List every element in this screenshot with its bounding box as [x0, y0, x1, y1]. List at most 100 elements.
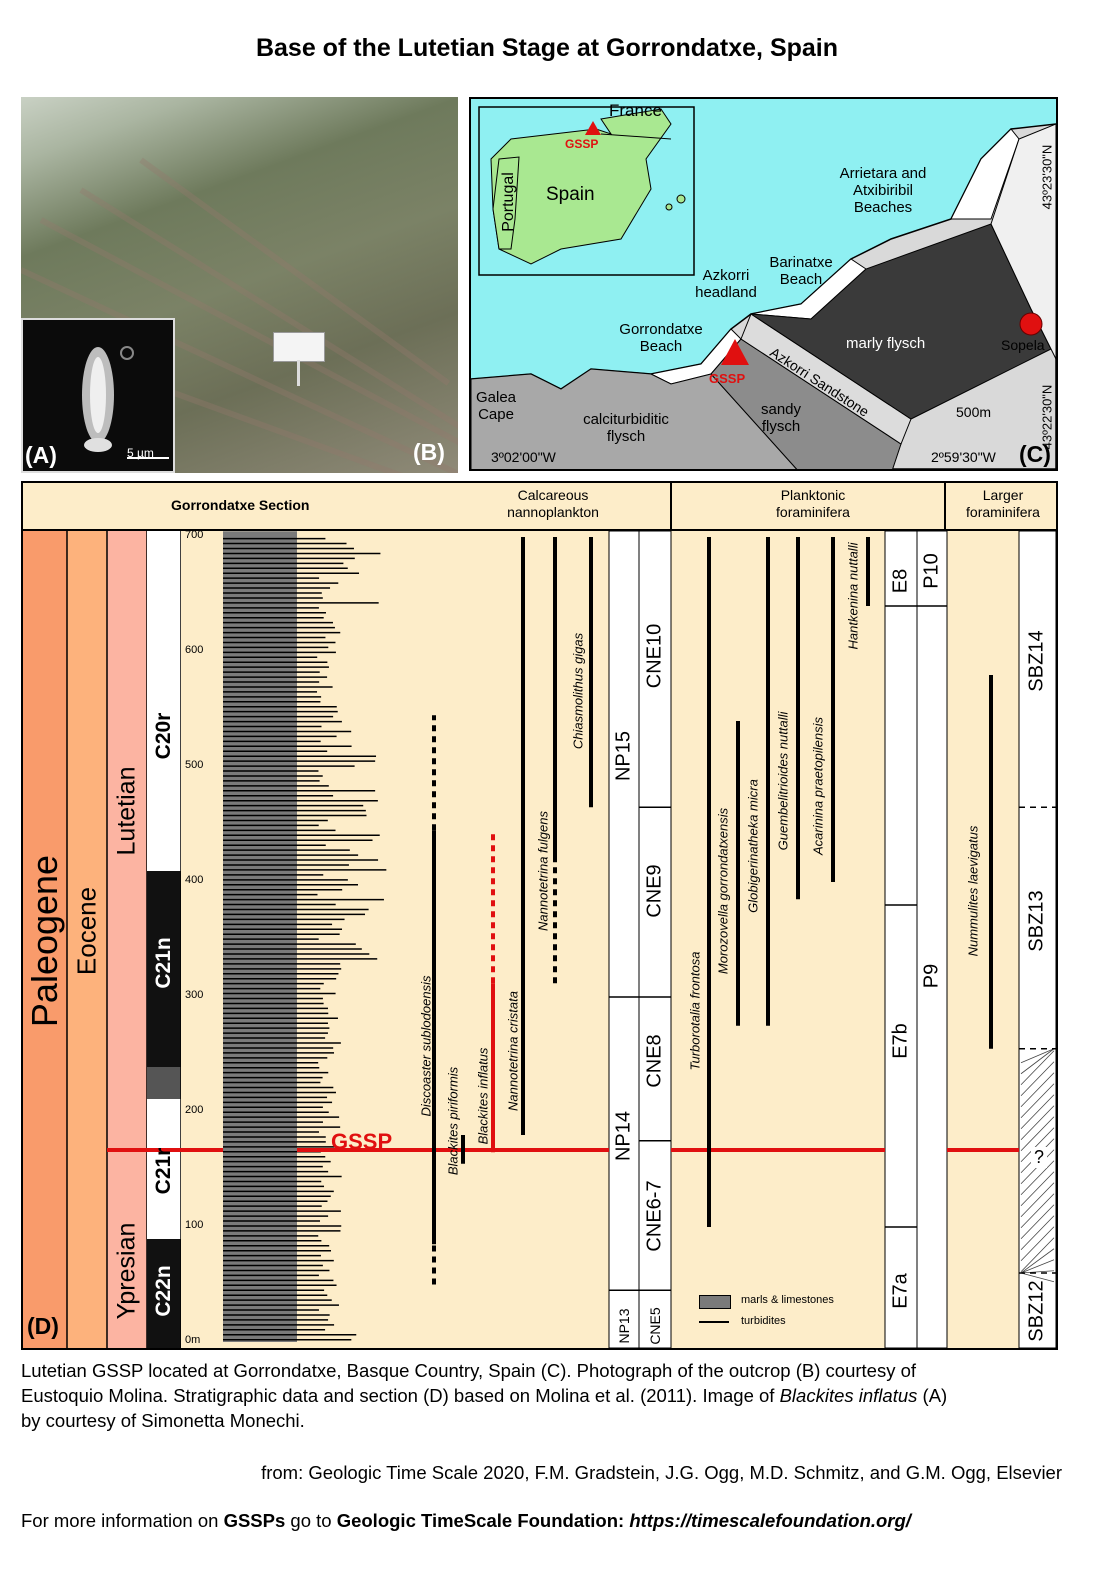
- stratigraphic-column: Paleogene Eocene Lutetian Ypresian C20r …: [21, 529, 1058, 1350]
- hatch-line: [1020, 1237, 1055, 1273]
- hatch-line: [1020, 1248, 1055, 1274]
- header-larger-line1: Larger: [982, 487, 1024, 503]
- scale-tick-5: 500: [185, 759, 204, 771]
- header-nanno-line1: Calcareous: [517, 487, 589, 503]
- caption-line2: Eustoquio Molina. Stratigraphic data and…: [21, 1383, 1071, 1408]
- inset-label-gssp: GSSP: [565, 137, 599, 151]
- zone-p10: P10: [920, 553, 943, 589]
- map-label-azkorri-headland-line2: headland: [695, 284, 757, 301]
- map-scale-label: 500m: [956, 404, 992, 420]
- gssp-label: GSSP: [331, 1129, 393, 1154]
- header-plank-line1: Planktonic: [780, 487, 846, 503]
- zone-e8: E8: [889, 568, 912, 594]
- map-lat-north: 43º23'30"N: [1039, 144, 1055, 210]
- more-mid: go to: [290, 1510, 332, 1531]
- map-label-barinatxe-line1: Barinatxe: [769, 254, 833, 271]
- hatch-line: [1020, 1127, 1055, 1163]
- map-label-gssp: GSSP: [709, 371, 746, 386]
- map-label-galea-line1: Galea: [475, 389, 517, 406]
- zone-cne8: CNE8: [643, 1034, 666, 1088]
- zone-np14: NP14: [612, 1110, 635, 1162]
- map-label-arrietara: Arrietara and Atxibiribil Beaches: [823, 165, 943, 216]
- scale-tick-4: 400: [185, 874, 204, 886]
- legend: marls & limestones turbidites: [689, 1289, 865, 1335]
- hatch-line: [1020, 1182, 1055, 1218]
- legend-turbidites-label: turbidites: [741, 1315, 786, 1327]
- zone-cne6-7: CNE6-7: [643, 1180, 666, 1252]
- hatch-line: [1020, 1048, 1055, 1075]
- caption-line2-end: (A): [922, 1385, 948, 1406]
- zone-sbz13: SBZ13: [1025, 890, 1048, 952]
- map-label-gorrondatxe-line1: Gorrondatxe: [619, 321, 703, 338]
- stage-ypresian: Ypresian: [112, 1222, 141, 1320]
- header-nanno-line2: nannoplankton: [507, 504, 599, 520]
- panel-label-a: (A): [25, 442, 57, 468]
- chron-c21n: C21n: [152, 937, 175, 989]
- column-header: Gorrondatxe Section Calcareous nannoplan…: [21, 481, 1058, 531]
- hatch-line: [1020, 1215, 1055, 1251]
- species-nummulites-laevigatus: Nummulites laevigatus: [965, 825, 981, 957]
- zone-e7a: E7a: [889, 1273, 912, 1309]
- legend-marls-label: marls & limestones: [741, 1294, 834, 1306]
- page-title: Base of the Lutetian Stage at Gorrondatx…: [255, 34, 839, 62]
- header-plank: Planktonic foraminifera: [743, 487, 883, 521]
- more-foundation: Geologic TimeScale Foundation:: [336, 1510, 625, 1531]
- header-plank-line2: foraminifera: [776, 504, 850, 520]
- hatch-line: [1020, 1105, 1055, 1141]
- inset-label-france: France: [609, 101, 662, 120]
- zone-sbz14: SBZ14: [1025, 630, 1048, 692]
- inset-label-spain: Spain: [546, 184, 595, 205]
- map-label-calci-line2: flysch: [606, 428, 646, 445]
- map-label-sandy-flysch: sandy flysch: [751, 401, 811, 435]
- species-blackites-piriformis: Blackites piriformis: [445, 1066, 461, 1176]
- map-label-azkorri-headland-line1: Azkorri: [702, 267, 750, 284]
- header-nanno: Calcareous nannoplankton: [483, 487, 623, 521]
- map-lon-west: 3º02'00"W: [491, 449, 556, 465]
- legend-marls-swatch: [699, 1295, 731, 1309]
- species-hantkenina-nuttalli: Hantkenina nuttalli: [845, 542, 861, 650]
- species-chiasmolithus-gigas: Chiasmolithus gigas: [570, 632, 586, 750]
- species-turborotalia-frontosa: Turborotalia frontosa: [687, 951, 703, 1071]
- header-larger: Larger foraminifera: [953, 487, 1053, 521]
- map-lat-south: 43º22'30"N: [1039, 384, 1055, 450]
- zone-uncertain: ?: [1031, 1147, 1048, 1168]
- panel-label-c: (C): [1019, 441, 1051, 467]
- scale-tick-1: 100: [185, 1219, 204, 1231]
- hatch-line: [1020, 1270, 1055, 1274]
- zone-np15: NP15: [612, 730, 635, 782]
- hatch-line: [1020, 1048, 1055, 1064]
- zone-p9: P9: [920, 963, 943, 989]
- header-section: Gorrondatxe Section: [171, 497, 310, 513]
- foundation-link[interactable]: https://timescalefoundation.org/: [629, 1510, 911, 1531]
- map-label-arrietara-line1: Arrietara and: [839, 165, 927, 182]
- panel-label-d: (D): [27, 1313, 59, 1339]
- species-blackites-inflatus: Blackites inflatus: [475, 1047, 491, 1145]
- chron-c21r: C21r: [152, 1147, 175, 1195]
- caption-line2-text: Eustoquio Molina. Stratigraphic data and…: [21, 1385, 775, 1406]
- hatch-line: [1020, 1226, 1055, 1262]
- map-label-azkorri-headland: Azkorri headland: [681, 267, 771, 301]
- map-drawing: [471, 106, 1056, 469]
- hatch-line: [1020, 1072, 1055, 1108]
- gssp-sign-post: [297, 360, 300, 386]
- caption: Lutetian GSSP located at Gorrondatxe, Ba…: [21, 1358, 1071, 1433]
- species-nannotetrina-fulgens: Nannotetrina fulgens: [535, 811, 551, 931]
- scale-tick-3: 300: [185, 989, 204, 1001]
- hatch-line: [1020, 1050, 1055, 1086]
- map-label-marly-flysch: marly flysch: [846, 335, 926, 352]
- species-discoaster-sublodoensis: Discoaster sublodoensis: [418, 975, 434, 1117]
- more-prefix: For more information on: [21, 1510, 219, 1531]
- epoch-label: Eocene: [71, 886, 102, 976]
- column-drawing: [23, 531, 1056, 1348]
- hatch-line: [1020, 1259, 1055, 1274]
- caption-species: Blackites inflatus: [779, 1385, 918, 1406]
- hatch-line: [1020, 1083, 1055, 1119]
- map-label-sopela: Sopela: [1001, 337, 1045, 353]
- hatch-line: [1020, 1193, 1055, 1229]
- species-guembelitrioides-nuttalli: Guembelitrioides nuttalli: [775, 711, 791, 851]
- species-nannotetrina-cristata: Nannotetrina cristata: [505, 991, 521, 1111]
- species-globigerinatheka-micra: Globigerinatheka micra: [745, 779, 761, 913]
- stage-lutetian: Lutetian: [112, 766, 141, 856]
- zone-e7b: E7b: [889, 1023, 912, 1059]
- hatch-line: [1020, 1204, 1055, 1240]
